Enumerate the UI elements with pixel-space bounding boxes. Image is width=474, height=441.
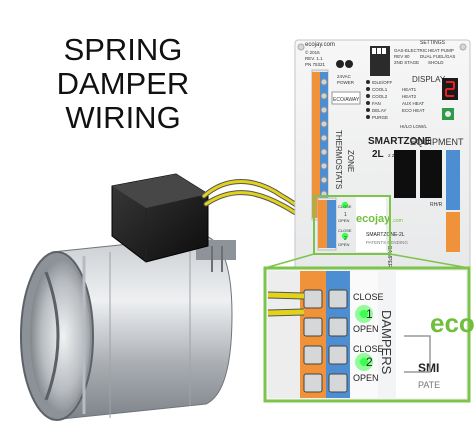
power-led (336, 60, 353, 68)
inset-close-label-1: CLOSE (353, 292, 384, 302)
display-label: DISPLAY (412, 75, 446, 84)
title-line-2: DAMPER (56, 66, 190, 101)
status-heat2: HEAT2 (402, 94, 417, 99)
settings-option-2: HEAT PUMP (428, 48, 454, 53)
board-website: ecojay.com (305, 42, 335, 48)
status-led-column (366, 80, 370, 119)
board-dampers-label: DAMPERS (386, 246, 392, 271)
status-purge: PURGE (372, 115, 388, 120)
thermostats-label: THERMOSTATS (334, 130, 343, 189)
zone1-led (341, 201, 349, 209)
status-cool2: COOL2 (372, 94, 388, 99)
inset-zone2-led (360, 358, 368, 366)
equipment-terminal-block (446, 212, 460, 252)
control-board: ecojay.com © 2015 REV. 1.1 PN 75321 SETT… (294, 39, 471, 281)
status-aux-heat: AUX HEAT (402, 101, 424, 106)
inset-zone1-led (360, 310, 368, 318)
status-eco-heat: ECO HEAT (402, 108, 425, 113)
inset-open-label-2: OPEN (353, 373, 379, 383)
board-logo-area (341, 196, 386, 252)
rh-label: RH/R (430, 202, 443, 208)
status-fan: FAN (372, 101, 381, 106)
model-name: SMARTZONE (368, 136, 432, 147)
callout-lines (264, 253, 470, 269)
board-close-label-1: CLOSE (338, 204, 352, 209)
board-close-label-2: CLOSE (338, 228, 352, 233)
board-logo-text: ecojay (356, 213, 391, 225)
settings-option-6: SHOLD (428, 60, 444, 65)
highlight-box (313, 195, 391, 255)
inset-patents-fragment: PATE (418, 380, 440, 390)
eco-away-label: ECO/AWAY (333, 97, 360, 103)
board-logo-suffix: .com (392, 218, 403, 224)
status-idle-off: IDLE/OFF (372, 80, 393, 85)
board-rev: REV. 1.1 (305, 56, 323, 61)
zoom-inset: CLOSE 1 OPEN CLOSE 2 OPEN DAMPERS eco SM… (263, 266, 474, 403)
thermostat-terminal-block (311, 69, 329, 221)
inset-zone-1: 1 (366, 307, 373, 321)
status-cool1: COOL1 (372, 87, 388, 92)
inset-zone-2: 2 (366, 355, 373, 369)
hi-lo-label: HI/LO LOW/L (400, 124, 428, 129)
model-suffix: 2L (372, 149, 384, 160)
inset-close-label-2: CLOSE (353, 344, 384, 354)
power-label: POWER (337, 80, 355, 85)
board-patents-text: PATENTS PENDING (366, 240, 408, 245)
zone-label: ZONE (346, 150, 355, 172)
settings-option-5: 2ND STAGE (394, 60, 419, 65)
settings-label: SETTINGS (420, 40, 446, 46)
inset-dampers-label: DAMPERS (379, 310, 394, 375)
zone2-led (341, 232, 349, 240)
board-zone-2: 2 (344, 236, 347, 242)
inset-logo-fragment: eco (430, 308, 474, 338)
board-zone-1: 1 (344, 212, 347, 218)
board-open-label-2: OPEN (338, 242, 349, 247)
settings-option-4: DUAL FUEL/GAS (420, 54, 455, 59)
title-line-1: SPRING (63, 32, 183, 67)
status-delay: DELAY (372, 108, 386, 113)
status-heat1: HEAT1 (402, 87, 417, 92)
inset-product-fragment: SMI (418, 361, 439, 375)
equipment-label: EQUIPMENT (410, 137, 464, 147)
board-copyright: © 2015 (305, 49, 320, 55)
equipment-relays (394, 150, 460, 210)
board-part-no: PN 75321 (305, 62, 326, 67)
inset-open-label-1: OPEN (353, 324, 379, 334)
power-label-voltage: 24VAC (337, 74, 352, 79)
board-open-label-1: OPEN (338, 218, 349, 223)
damper-actuator (111, 173, 236, 272)
board-damper-terminals (317, 197, 337, 251)
settings-option-3: REV 80 (394, 54, 410, 59)
eco-away-terminal (331, 91, 361, 105)
title-line-3: WIRING (65, 100, 181, 135)
settings-dip-switch (370, 46, 390, 76)
board-product-text: SMARTZONE-2L (366, 232, 405, 238)
damper-duct (20, 235, 233, 421)
settings-option-1: GAS-ELECTRIC (394, 48, 428, 53)
